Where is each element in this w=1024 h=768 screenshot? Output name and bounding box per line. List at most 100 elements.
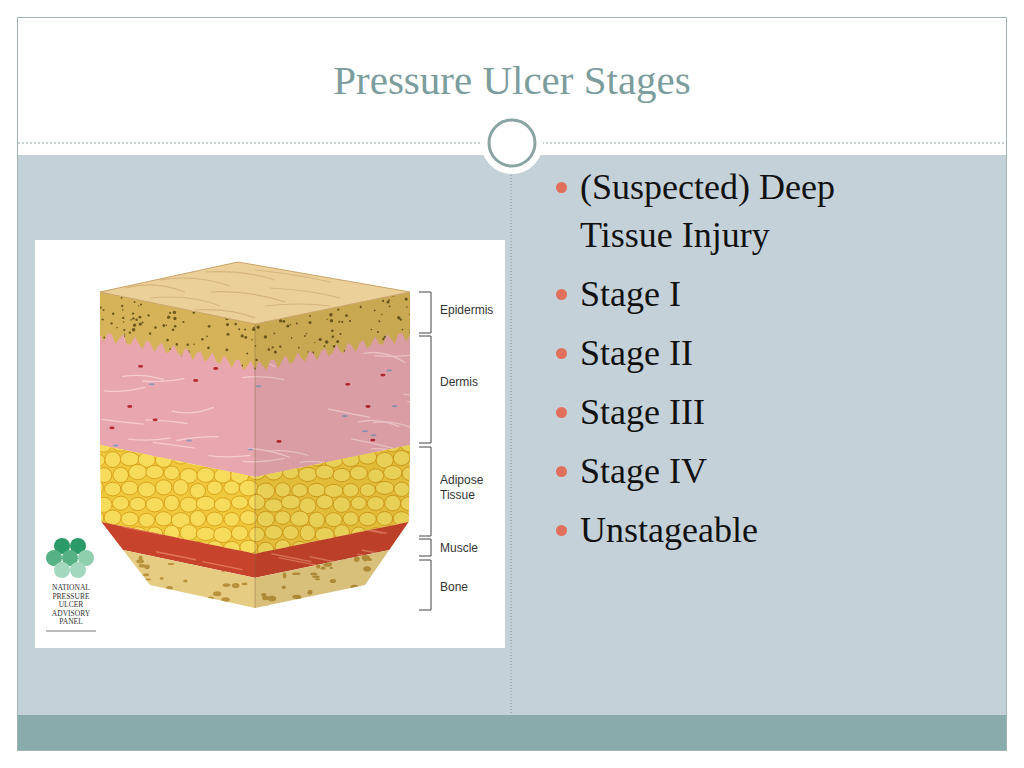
epidermis-speck [227,333,230,336]
logo-circle [70,562,86,578]
fat-cell [146,465,164,478]
fat-cell [146,498,164,512]
fat-cell [104,510,121,525]
layer-bracket [419,447,431,536]
epidermis-speck [410,331,414,335]
skin-texture [265,304,330,306]
bone-pore [152,591,156,596]
dermis-fiber [104,387,146,391]
logo-text: NATIONAL PRESSURE ULCER ADVISORY PANEL [44,584,98,627]
dermis-fiber [177,437,219,441]
epidermis-speck [94,310,97,313]
stage-label: Stage I [580,274,681,314]
epidermis-speck [116,327,118,329]
bone-pore [344,600,349,606]
epidermis-speck [95,344,97,346]
epidermis-speck [102,318,104,320]
bone-pore [358,606,366,611]
bone-pore [205,600,212,602]
fat-cell [86,453,105,467]
fat-cell [88,479,103,495]
epidermis-speck [97,355,99,357]
bullet-item: Stage III [555,388,920,436]
muscle-fiber [122,527,162,535]
fat-cell [224,513,239,527]
stage-label: Unstageable [580,510,758,550]
epidermis-speck [167,317,169,319]
epidermis-speck [414,293,415,294]
epidermis-speck [208,325,211,328]
epidermis-speck [176,343,178,345]
epidermis-speck [206,335,208,337]
title-text: Pressure Ulcer Stages [333,57,691,103]
dermis-fiber [153,442,195,448]
bullet-dot [556,348,567,359]
bone-pore [207,548,212,554]
fat-cell [241,450,257,465]
epidermis-speck [94,332,96,334]
slide-title: Pressure Ulcer Stages [0,52,1024,108]
epidermis-speck [121,297,123,299]
bullet-item: Stage I [555,270,920,318]
epidermis-speck [173,311,176,314]
fat-cell [180,438,197,453]
fat-cell [105,452,121,468]
bone-pore [214,556,217,560]
skin-texture [270,288,340,298]
stage-label: Stage II [580,333,693,373]
dermis-fiber [146,420,188,424]
fat-cell [197,436,215,451]
bone-pore [166,586,173,590]
epidermis-speck [246,353,248,355]
epidermis-speck [166,339,169,342]
layer-bracket [419,539,431,556]
epidermis-speck [253,327,255,329]
bone-pore [247,554,251,557]
ornament-ring [489,120,535,166]
epidermis-speck [201,338,204,341]
bone-pore [185,600,188,603]
layer-bracket [419,336,431,443]
skin-texture [205,272,275,280]
epidermis-speck [234,323,237,326]
skin-texture [210,292,285,302]
fat-cell [112,438,130,451]
bullet-dot [556,289,567,300]
dermis-fiber [208,352,250,361]
bone-pore [223,583,231,587]
epidermis-speck [410,344,413,347]
bone-pore [185,609,193,613]
bone-pore [221,568,227,573]
fat-cell [214,498,231,512]
epidermis-speck [96,321,99,324]
epidermis-speck [147,314,149,316]
bone-pore [139,564,146,568]
fat-cell [223,452,240,467]
fat-cell [402,528,418,543]
fat-cell [180,497,198,512]
epidermis-speck [138,305,139,306]
blood-cell [229,360,234,363]
fat-cell [146,437,164,451]
fat-cell [410,541,427,554]
dermis-fiber [407,401,449,405]
bone-pore [213,591,221,596]
fat-cell [113,467,129,482]
epidermis-speck [244,328,246,330]
dermis-cell [248,449,254,451]
epidermis-speck [123,321,125,323]
epidermis-speck [226,323,229,326]
blood-cell [213,367,218,370]
bone-pore [335,591,341,595]
fat-cell [96,437,112,452]
bone-pore [232,583,240,588]
dermis-cell [149,383,155,385]
epidermis-speck [167,316,170,319]
fat-cell [155,453,172,468]
fat-cell [173,451,188,465]
epidermis-speck [412,363,415,366]
epidermis-speck [95,374,98,377]
blood-cell [138,365,143,368]
epidermis-speck [186,343,189,346]
